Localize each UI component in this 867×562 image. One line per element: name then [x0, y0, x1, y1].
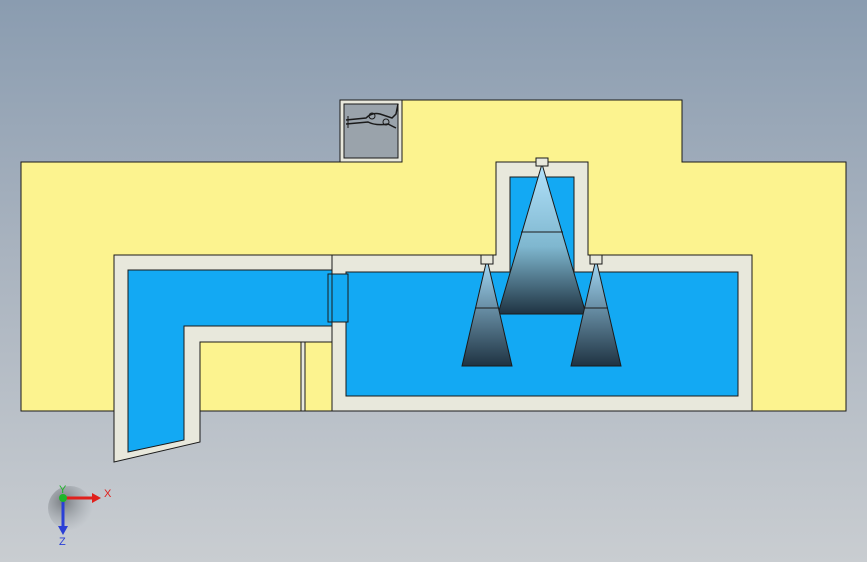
spray-cone-left[interactable]	[461, 258, 513, 367]
x-axis-arrowhead	[92, 493, 101, 503]
nozzle-center[interactable]	[535, 157, 549, 167]
z-axis-arrowhead	[58, 526, 68, 535]
y-axis-dot	[59, 494, 67, 502]
support-rod	[300, 341, 306, 412]
y-axis-label: Y	[59, 484, 67, 496]
spray-cone-center[interactable]	[497, 162, 587, 315]
nozzle-right[interactable]	[589, 254, 603, 265]
section-view-thumbnail-icon[interactable]	[339, 99, 403, 163]
coordinate-triad: X Y Z	[48, 484, 112, 548]
x-axis-label: X	[104, 488, 112, 500]
z-axis-label: Z	[59, 536, 66, 548]
inlet-opening	[327, 273, 349, 323]
triad-shadow	[48, 486, 92, 530]
spray-cone-right[interactable]	[570, 258, 622, 367]
nozzle-left[interactable]	[480, 254, 494, 265]
